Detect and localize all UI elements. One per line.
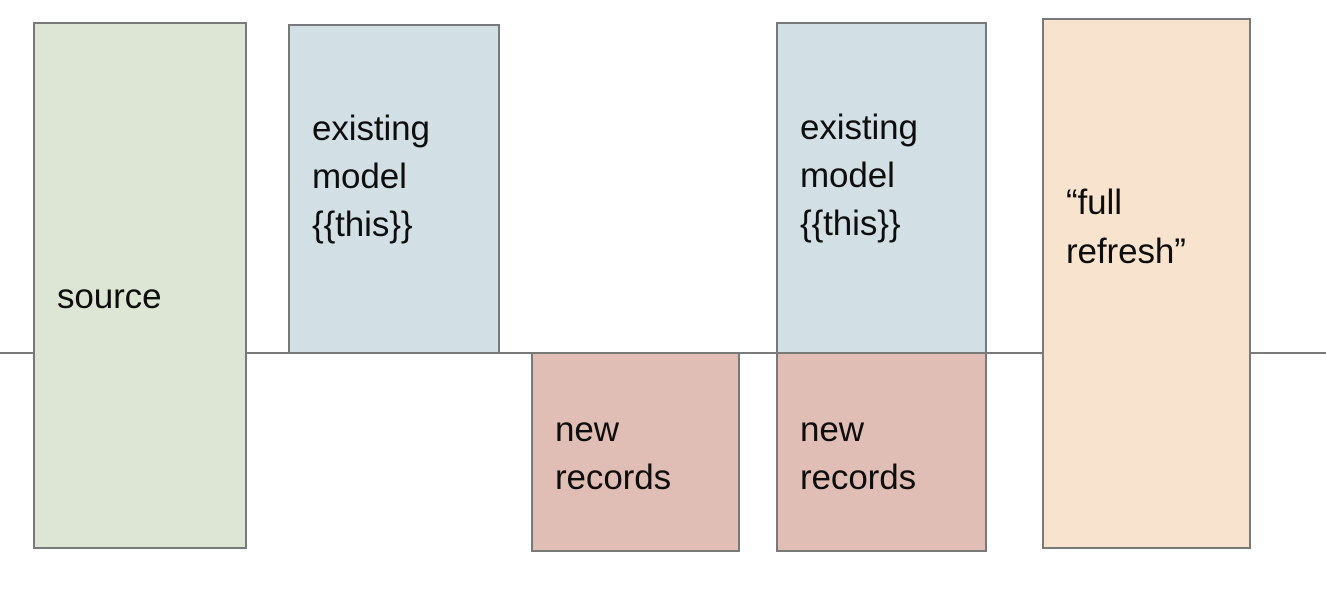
diagram-box-existing-model-2-label: existing model {{this}} (800, 107, 918, 244)
diagram-box-source[interactable]: source (33, 22, 247, 549)
diagram-box-full-refresh-label: “full refresh” (1066, 183, 1186, 271)
diagram-box-new-records-2-label: new records (800, 409, 917, 497)
diagram-box-new-records-1-label: new records (555, 409, 672, 497)
diagram-box-existing-model-1-label: existing model {{this}} (312, 108, 430, 245)
diagram-box-new-records-1[interactable]: new records (531, 352, 740, 552)
diagram-box-full-refresh[interactable]: “full refresh” (1042, 18, 1251, 549)
diagram-box-existing-model-1[interactable]: existing model {{this}} (288, 24, 500, 354)
diagram-box-source-label: source (57, 277, 162, 317)
diagram-box-new-records-2[interactable]: new records (776, 352, 987, 552)
diagram-box-existing-model-2[interactable]: existing model {{this}} (776, 22, 987, 354)
